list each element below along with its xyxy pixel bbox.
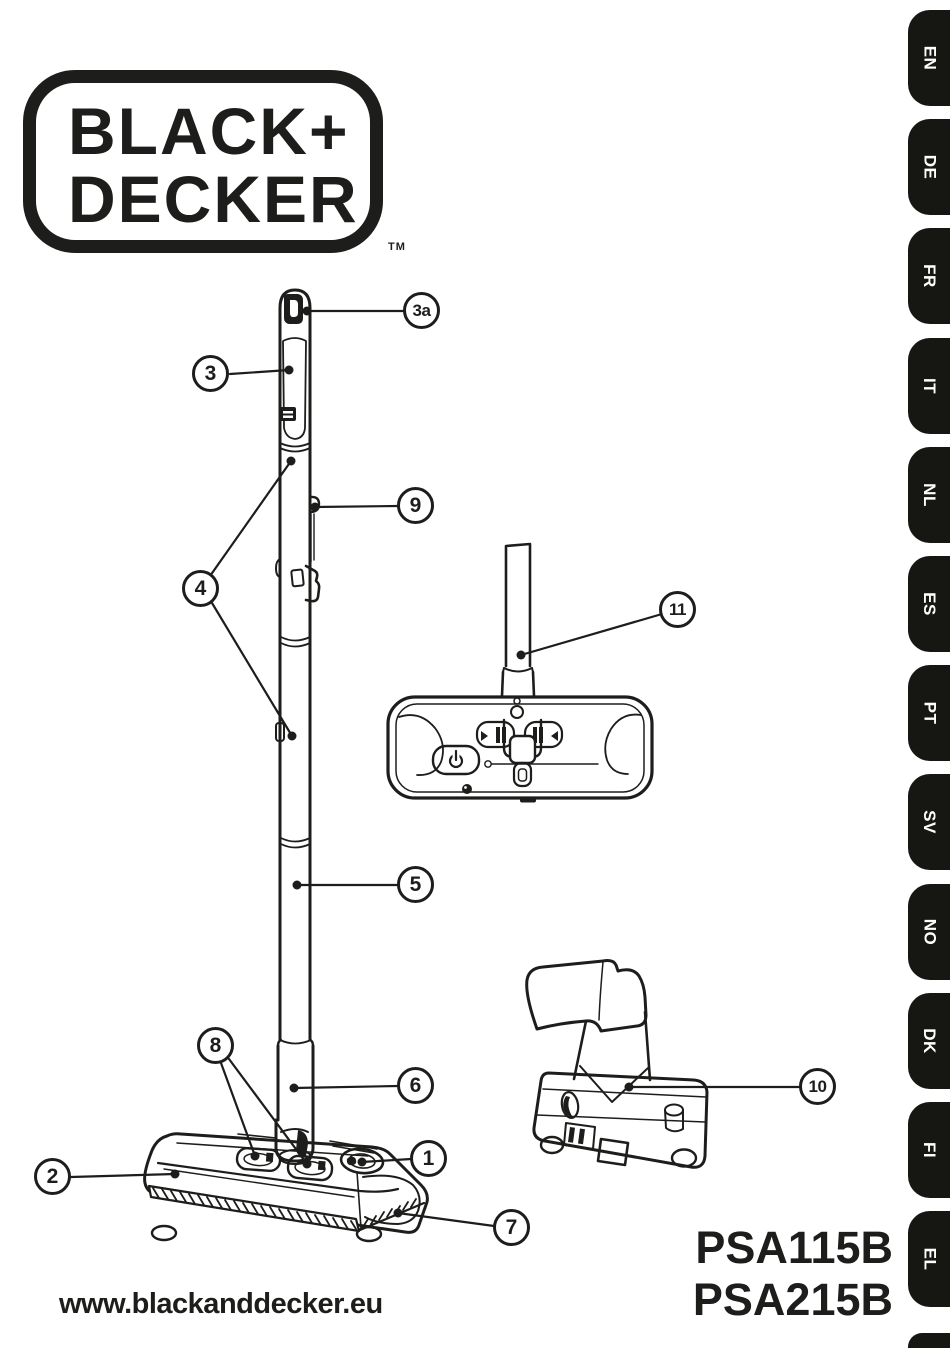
head-top-view	[386, 542, 654, 803]
callout-3a: 3a	[403, 292, 440, 329]
logo-line-2: DECKER	[68, 162, 359, 236]
callout-anchor-dots	[170, 306, 634, 1218]
storage-stand	[525, 959, 709, 1169]
callout-11: 11	[659, 591, 696, 628]
callout-5: 5	[397, 866, 434, 903]
trademark-symbol: TM	[388, 241, 406, 253]
language-tab-el: EL	[908, 1211, 950, 1307]
callout-10: 10	[799, 1068, 836, 1105]
power-icon	[448, 749, 464, 769]
callout-leader-lines	[69, 309, 801, 1228]
callout-8: 8	[197, 1027, 234, 1064]
language-tab-partial	[908, 1333, 950, 1348]
model-numbers: PSA115B PSA215B	[693, 1222, 893, 1326]
language-tab-fr: FR	[908, 228, 950, 324]
logo-wordmark: BLACK+ DECKER	[68, 97, 359, 233]
language-tab-pt: PT	[908, 665, 950, 761]
handle-grip	[280, 337, 307, 440]
plate-latches	[235, 1147, 334, 1182]
callout-9: 9	[397, 487, 434, 524]
language-tab-sv: SV	[908, 774, 950, 870]
model-number-1: PSA115B	[695, 1222, 893, 1273]
logo-line-1: BLACK+	[68, 94, 350, 168]
language-tab-de: DE	[908, 119, 950, 215]
language-tab-fi: FI	[908, 1102, 950, 1198]
language-tab-no: NO	[908, 884, 950, 980]
callout-2: 2	[34, 1158, 71, 1195]
charging-port	[284, 294, 303, 324]
language-tab-it: IT	[908, 338, 950, 434]
hang-hook	[275, 558, 321, 742]
callout-6: 6	[397, 1067, 434, 1104]
callout-4: 4	[182, 570, 219, 607]
language-tab-en: EN	[908, 10, 950, 106]
sweeper-pole	[276, 288, 315, 1122]
model-number-2: PSA215B	[692, 1274, 893, 1325]
callout-3: 3	[192, 355, 229, 392]
language-tab-dk: DK	[908, 993, 950, 1089]
language-tab-nl: NL	[908, 447, 950, 543]
front-bumper	[147, 1184, 426, 1233]
language-tab-es: ES	[908, 556, 950, 652]
callout-1: 1	[410, 1140, 447, 1177]
sweeper-base	[143, 1132, 429, 1243]
website-url: www.blackanddecker.eu	[59, 1288, 383, 1320]
black-decker-logo: BLACK+ DECKER	[23, 70, 383, 253]
base-power-button	[339, 1147, 385, 1175]
language-tab-rail: EN DE FR IT NL ES PT SV NO DK FI EL	[908, 0, 950, 1348]
callout-7: 7	[493, 1209, 530, 1246]
power-button	[431, 744, 481, 776]
